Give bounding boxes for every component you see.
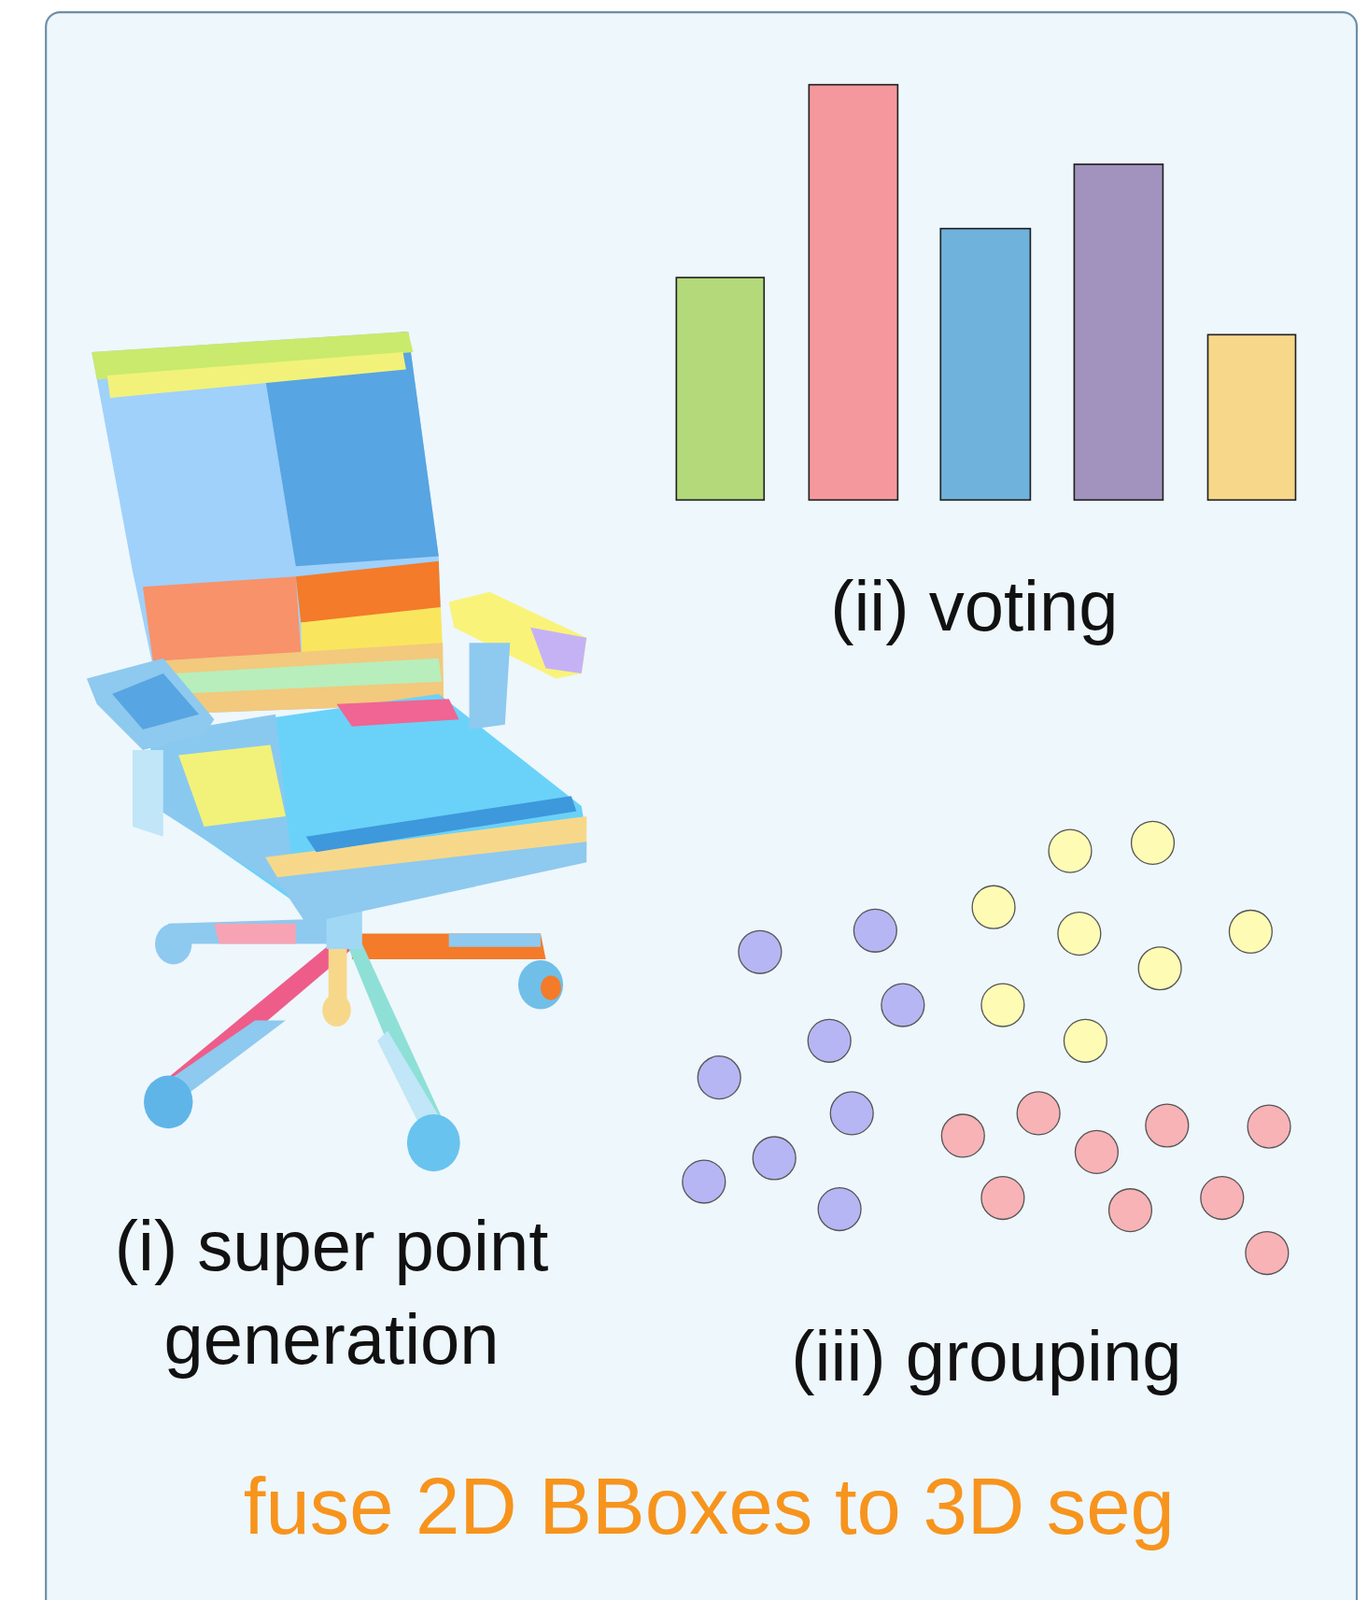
step-label: (ii) voting [712, 559, 1236, 653]
group-dots [682, 820, 1291, 1274]
step-label: (i) super point generation [32, 1198, 631, 1387]
chair-illustration [86, 331, 587, 1171]
panel-caption: fuse 2D BBoxes to 3D seg [101, 1453, 1316, 1559]
vote-bars [676, 84, 1296, 501]
step-label: (iii) grouping [696, 1309, 1276, 1403]
